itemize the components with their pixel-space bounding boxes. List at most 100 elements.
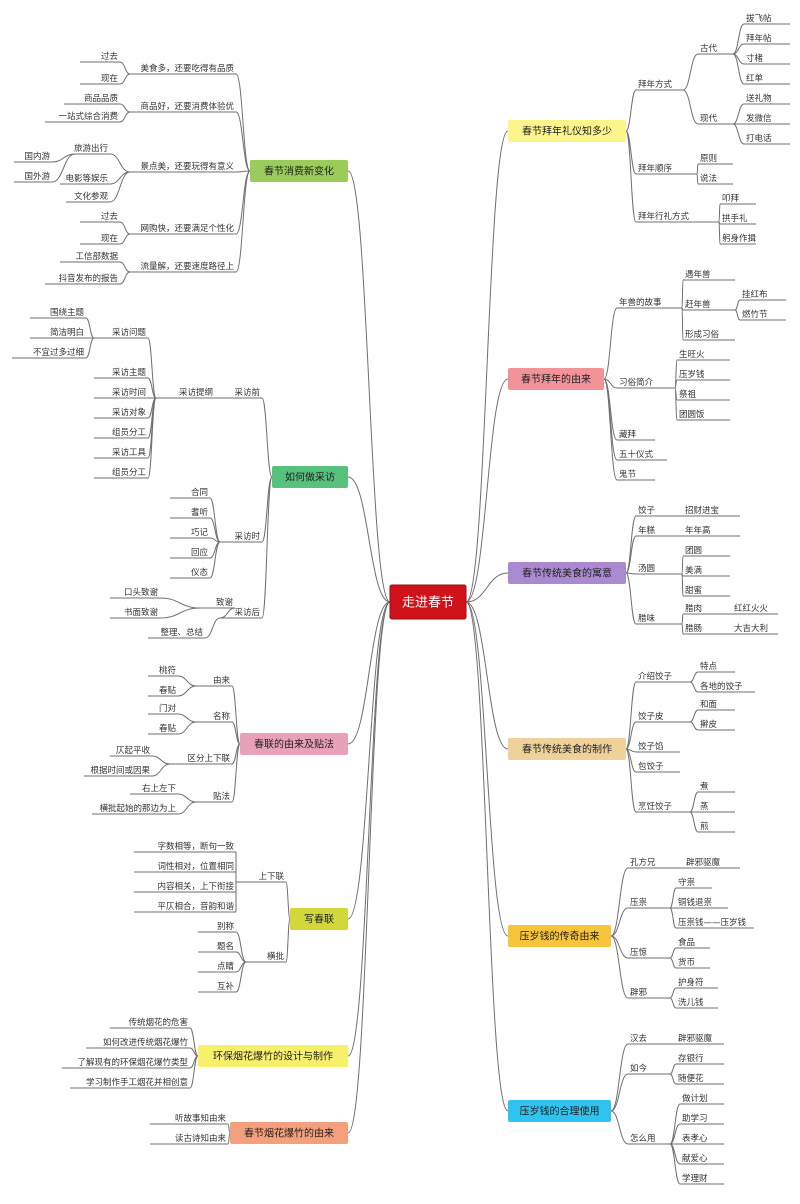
node-line bbox=[109, 153, 131, 173]
node-label: 饺子馅 bbox=[638, 741, 664, 752]
node-label: 藏拜 bbox=[619, 429, 637, 440]
branch-label: 春节传统美食的寓意 bbox=[522, 567, 612, 580]
branch-label: 春节烟花爆竹的由来 bbox=[244, 1127, 334, 1140]
node-label: 介绍饺子 bbox=[638, 671, 673, 682]
node-label: 汤圆 bbox=[638, 564, 655, 574]
node-label: 各地的饺子 bbox=[700, 681, 743, 692]
node-label: 采访主题 bbox=[112, 367, 147, 378]
node-line bbox=[669, 957, 677, 969]
node-label: 简洁明白 bbox=[50, 327, 84, 338]
branch-label: 春联的由来及贴法 bbox=[254, 738, 334, 751]
node-label: 耆听 bbox=[191, 507, 209, 518]
node-line bbox=[689, 721, 699, 731]
branch-node: 春节拜年的由来 bbox=[508, 368, 604, 390]
node-label: 辟邪 bbox=[630, 987, 648, 998]
node-line bbox=[732, 53, 745, 85]
node-label: 食品 bbox=[678, 937, 695, 948]
node-line bbox=[732, 103, 745, 125]
node-label: 压祟钱——压岁钱 bbox=[678, 917, 747, 928]
node-line bbox=[147, 337, 157, 399]
node-line bbox=[235, 961, 247, 993]
node-line bbox=[109, 171, 131, 185]
root-box bbox=[389, 584, 467, 620]
node-label: 拔飞帖 bbox=[746, 13, 772, 24]
branch-box bbox=[508, 368, 604, 390]
node-label: 烹饪饺子 bbox=[638, 801, 673, 812]
node-label: 红单 bbox=[746, 73, 764, 84]
node-label: 字数相等，断句一致 bbox=[157, 841, 234, 852]
root-label: 走进春节 bbox=[402, 596, 454, 611]
node-label: 回应 bbox=[191, 547, 209, 558]
node-label: 美食多，还要吃得有品质 bbox=[140, 63, 234, 74]
node-label: 名称 bbox=[213, 711, 231, 722]
node-label: 蒸 bbox=[700, 801, 709, 812]
node-label: 网购快，还要满足个性化 bbox=[140, 223, 234, 234]
node-label: 上下联 bbox=[258, 872, 284, 882]
root-branch-line bbox=[465, 378, 509, 603]
branch-node: 春节传统美食的制作 bbox=[508, 738, 626, 760]
node-label: 仪态 bbox=[191, 567, 209, 578]
node-label: 别称 bbox=[217, 921, 235, 932]
node-label: 工信部数据 bbox=[75, 251, 118, 262]
node-label: 拜年方式 bbox=[638, 79, 673, 90]
branch-node: 压岁钱的合理使用 bbox=[508, 1100, 611, 1122]
branch-node: 春节拜年礼仪知多少 bbox=[508, 120, 626, 142]
node-line bbox=[285, 881, 291, 920]
node-line bbox=[732, 43, 745, 55]
node-label: 合同 bbox=[191, 487, 208, 498]
node-line bbox=[204, 617, 221, 639]
branch-node: 压岁钱的传奇由来 bbox=[508, 925, 611, 947]
node-line bbox=[231, 743, 241, 803]
node-line bbox=[159, 607, 201, 619]
node-line bbox=[119, 261, 131, 273]
node-line bbox=[227, 1132, 231, 1145]
node-line bbox=[734, 309, 741, 321]
node-label: 辟邪驱魔 bbox=[686, 857, 721, 868]
node-line bbox=[669, 907, 677, 929]
branch-node: 写春联 bbox=[290, 908, 348, 930]
node-line bbox=[689, 811, 699, 833]
node-label: 压惊 bbox=[630, 947, 648, 958]
node-label: 景点美，还要玩得有意义 bbox=[140, 161, 234, 172]
node-line bbox=[732, 123, 745, 145]
node-line bbox=[669, 1123, 681, 1145]
node-label: 横批 bbox=[267, 951, 285, 962]
node-line bbox=[681, 573, 684, 597]
node-label: 和面 bbox=[700, 700, 718, 710]
node-label: 组员分工 bbox=[112, 467, 147, 478]
node-line bbox=[689, 791, 699, 813]
branch-node: 环保烟花爆竹的设计与制作 bbox=[198, 1045, 348, 1067]
node-label: 采访前 bbox=[234, 387, 260, 398]
branch-label: 写春联 bbox=[304, 914, 334, 926]
node-line bbox=[610, 867, 629, 937]
node-line bbox=[261, 476, 273, 619]
branch-box bbox=[508, 738, 626, 760]
node-line bbox=[177, 721, 197, 735]
node-line bbox=[732, 23, 745, 55]
node-line bbox=[625, 515, 637, 574]
node-label: 旅游出行 bbox=[74, 143, 109, 154]
node-label: 传统烟花的危害 bbox=[128, 1017, 188, 1028]
node-label: 拱手礼 bbox=[722, 213, 748, 224]
node-line bbox=[689, 681, 699, 693]
node-label: 遇年兽 bbox=[685, 269, 711, 280]
node-line bbox=[610, 1110, 629, 1145]
node-line bbox=[119, 233, 131, 245]
node-line bbox=[625, 572, 637, 625]
node-label: 横批起始的那边为上 bbox=[99, 803, 176, 814]
node-label: 做计划 bbox=[682, 1093, 708, 1104]
branch-node: 春节消费新变化 bbox=[250, 160, 348, 182]
node-label: 原则 bbox=[700, 153, 717, 164]
node-line bbox=[119, 271, 131, 285]
node-line bbox=[625, 721, 637, 750]
node-label: 学习制作手工烟花并相创意 bbox=[86, 1077, 188, 1088]
node-line bbox=[235, 111, 251, 172]
node-label: 贴法 bbox=[213, 791, 230, 802]
node-line bbox=[669, 1073, 677, 1085]
branch-box bbox=[272, 466, 348, 488]
node-line bbox=[261, 476, 273, 543]
branch-box bbox=[198, 1045, 348, 1067]
node-label: 铜钱退祟 bbox=[678, 897, 713, 908]
node-label: 致谢 bbox=[216, 597, 234, 608]
node-label: 说法 bbox=[700, 173, 717, 184]
